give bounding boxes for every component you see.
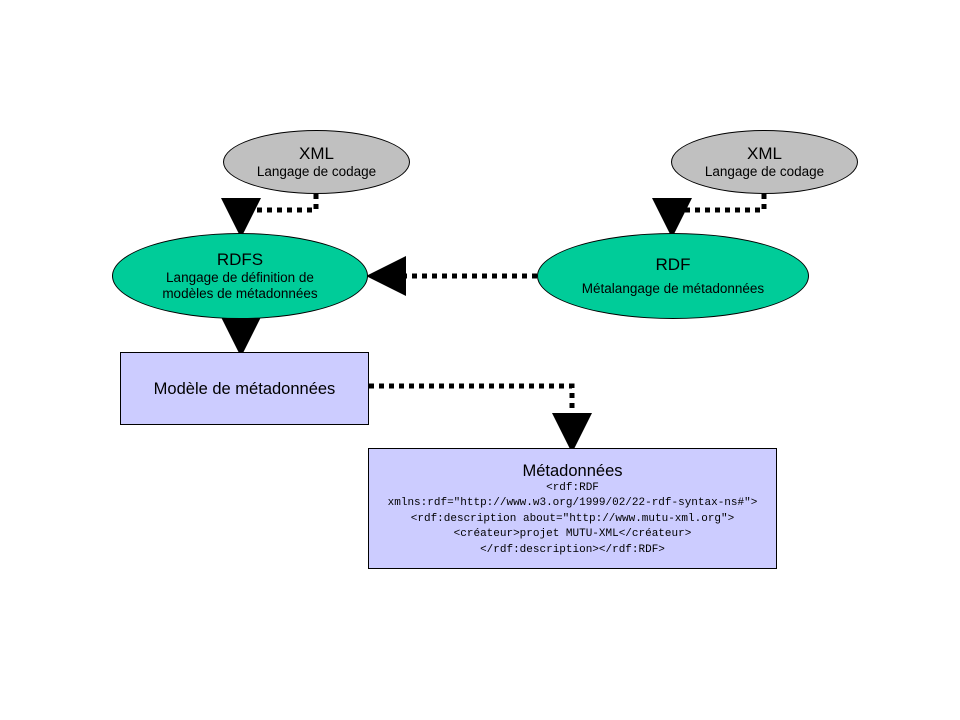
modele-title: Modèle de métadonnées [153, 379, 336, 398]
xml-right-subtitle: Langage de codage [704, 164, 825, 179]
metadonnees-title: Métadonnées [522, 461, 623, 480]
xml-left-node: XML Langage de codage [223, 130, 410, 194]
modele-de-metadonnees-box: Modèle de métadonnées [120, 352, 369, 425]
code-line-4: <créateur>projet MUTU-XML</créateur> [453, 528, 692, 541]
xml-right-title: XML [747, 144, 782, 163]
rdfs-title: RDFS [216, 250, 264, 269]
connector-xml-left-to-rdfs [221, 194, 319, 238]
rdfs-node: RDFS Langage de définition de modèles de… [112, 233, 368, 319]
code-line-1: <rdf:RDF [546, 481, 599, 494]
code-line-5: </rdf:description></rdf:RDF> [480, 543, 665, 556]
xml-left-title: XML [299, 144, 334, 163]
xml-left-subtitle: Langage de codage [256, 164, 377, 179]
rdf-title: RDF [655, 255, 691, 274]
rdf-node: RDF Métalangage de métadonnées [537, 233, 809, 319]
code-line-3: <rdf:description about="http://www.mutu-… [410, 512, 735, 525]
rdfs-subtitle-line1: Langage de définition de [166, 270, 314, 285]
connector-modele-to-metadonnees [369, 383, 592, 453]
rdf-subtitle: Métalangage de métadonnées [581, 281, 765, 296]
rdfs-subtitle-line2: modèles de métadonnées [162, 286, 318, 301]
code-line-2: xmlns:rdf="http://www.w3.org/1999/02/22-… [387, 497, 758, 510]
metadonnees-box: Métadonnées <rdf:RDF xmlns:rdf="http://w… [368, 448, 777, 569]
xml-right-node: XML Langage de codage [671, 130, 858, 194]
connector-xml-right-to-rdf [652, 194, 767, 238]
